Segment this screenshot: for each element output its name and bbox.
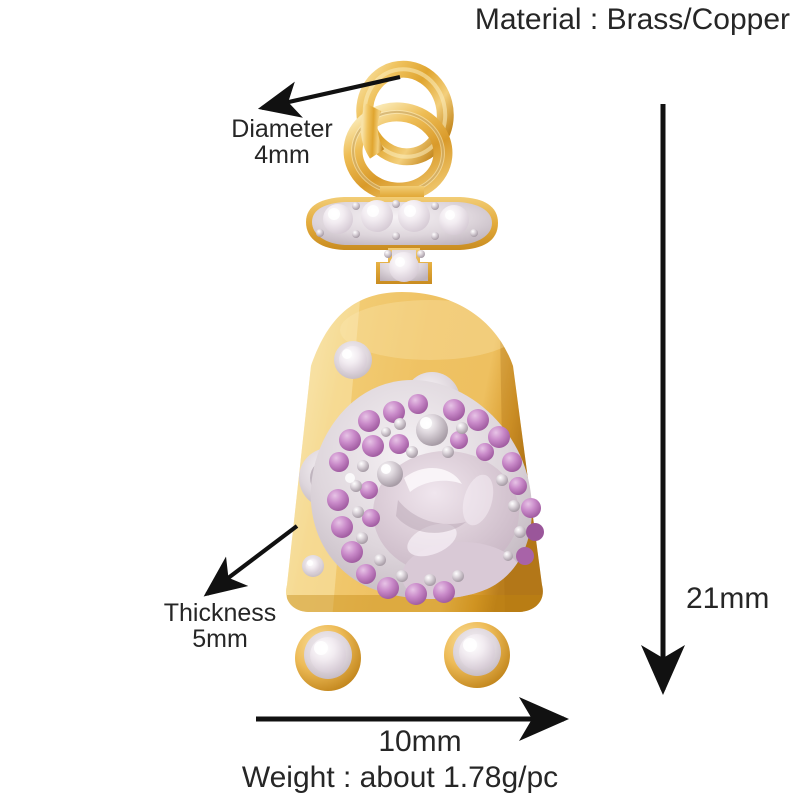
body-accent-stones [302, 341, 372, 577]
weight-label: Weight : about 1.78g/pc [241, 761, 559, 794]
diameter-value-text: 4mm [254, 141, 310, 169]
pendant-body [286, 292, 544, 612]
jump-ring-interlock [360, 103, 385, 159]
thickness-value-text: 5mm [192, 625, 248, 653]
height-value-label: 21mm [686, 582, 770, 615]
crystal-bail [306, 186, 498, 284]
pink-cz-pave [327, 394, 544, 605]
silver-beading [345, 414, 526, 586]
pendant-foot-right [444, 622, 510, 688]
thickness-label-text: Thickness [163, 599, 277, 627]
diameter-label-text: Diameter [231, 115, 333, 143]
width-value-label: 10mm [378, 725, 462, 758]
material-label: Material : Brass/Copper [474, 3, 790, 36]
pendant-foot-left [295, 625, 361, 691]
bail-cz-stones [316, 200, 478, 282]
